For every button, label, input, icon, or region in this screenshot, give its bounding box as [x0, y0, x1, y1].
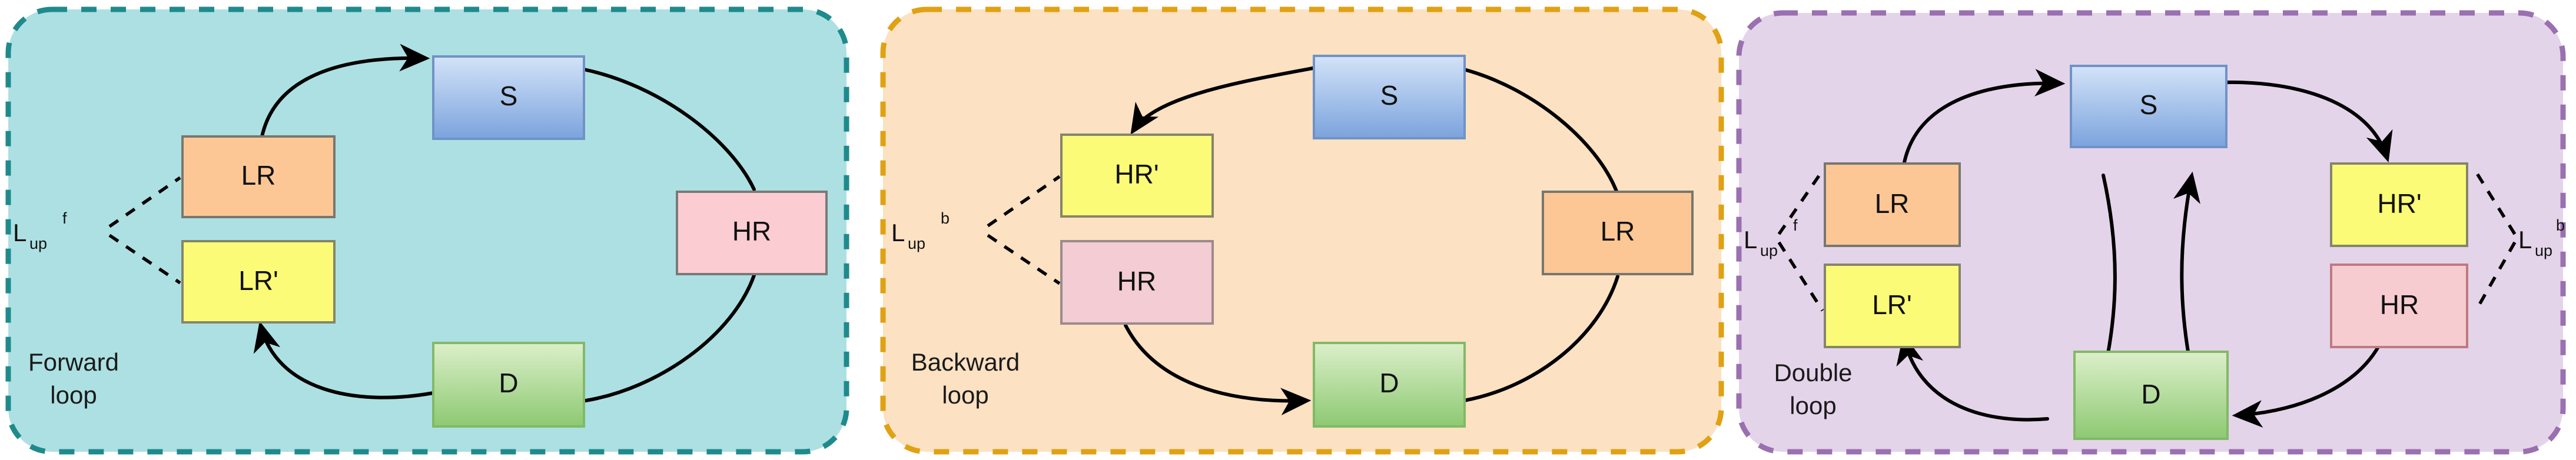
node-hr-prime-b-label: HR' [1114, 159, 1158, 189]
node-s-d-label: S [2140, 89, 2158, 120]
panel-backward-loop: HR' HR S LR D L up b Backwar [880, 6, 1724, 455]
node-lr-d-label: LR [1875, 188, 1910, 219]
node-lr-label: LR [241, 160, 276, 191]
node-hr[interactable]: HR [676, 191, 828, 275]
node-lr[interactable]: LR [181, 135, 336, 218]
edge-lr-to-s [260, 44, 430, 138]
loss-label-double-right: L up b [2518, 216, 2565, 259]
node-lr-prime-d-rect[interactable] [1824, 264, 1961, 348]
loss-label-double-left-sub: up [1760, 242, 1778, 259]
panel-backward-caption-line2: loop [942, 381, 988, 409]
node-lr-prime[interactable]: LR' [181, 240, 336, 324]
panel-backward-caption: Backward loop [911, 348, 1020, 409]
node-lr-d-rect[interactable] [1824, 162, 1961, 247]
edge-d-to-lrp [253, 321, 435, 399]
panel-forward-loop-background [5, 6, 849, 455]
loss-edge-to-hrp [987, 175, 1061, 228]
node-s-b-rect[interactable] [1313, 55, 1466, 139]
loss-edge-to-lr-d [1777, 169, 1824, 235]
loss-label-double-left-sup: f [1793, 216, 1798, 234]
node-lr-d[interactable]: LR [1824, 162, 1961, 247]
loss-label-forward-sub: up [29, 235, 47, 252]
node-d-b-label: D [1379, 368, 1399, 398]
node-s[interactable]: S [432, 55, 585, 140]
edge-s-to-hr [582, 68, 756, 191]
panel-double-caption-line1: Double [1774, 359, 1852, 386]
node-lr-prime-d-label: LR' [1872, 289, 1912, 320]
panel-double-caption-line2: loop [1790, 392, 1836, 419]
loss-edge-to-hrp-d [2474, 171, 2517, 235]
edge-d-to-lrp-d [1896, 334, 2049, 422]
node-hr-b-rect[interactable] [1060, 240, 1214, 325]
loss-edge-to-hr-d [2474, 241, 2517, 312]
node-s-b-label: S [1380, 80, 1399, 111]
loss-label-backward-sub: up [908, 235, 925, 252]
node-d[interactable]: D [432, 342, 585, 428]
edge-s-to-lr [1462, 68, 1618, 193]
node-hr-d[interactable]: HR [2330, 264, 2468, 348]
edge-s-to-hrp-d [2225, 80, 2393, 163]
panel-forward-caption-line1: Forward [28, 348, 119, 376]
loss-edge-to-lr [108, 176, 181, 228]
edge-hr-to-d [1124, 324, 1312, 415]
node-hr-prime-b[interactable]: HR' [1060, 134, 1214, 218]
panel-forward-loop: LR LR' S HR D L up f Forward [5, 6, 849, 455]
node-s-d[interactable]: S [2070, 65, 2228, 148]
loss-label-double-left-base: L [1744, 226, 1757, 254]
node-lr-prime-d[interactable]: LR' [1824, 264, 1961, 348]
node-d-label: D [499, 368, 518, 398]
node-hr-b-label: HR [1117, 266, 1156, 296]
loss-label-backward: L up b [891, 209, 950, 252]
edge-hr-to-d [584, 274, 756, 402]
panel-double-loop: LR LR' S HR' HR D L up [1736, 10, 2566, 455]
loss-edge-to-hr [987, 234, 1061, 285]
loss-label-forward-sup: f [62, 209, 67, 227]
node-s-d-rect[interactable] [2070, 65, 2228, 148]
panel-backward-caption-line1: Backward [911, 348, 1020, 376]
node-d-d[interactable]: D [2073, 351, 2229, 440]
node-lr-prime-rect[interactable] [181, 240, 336, 324]
node-hr-rect[interactable] [676, 191, 828, 275]
panel-backward-loop-background [880, 6, 1724, 455]
loss-edge-to-lrp-d [1777, 241, 1824, 312]
panel-forward-caption: Forward loop [28, 348, 119, 409]
node-hr-prime-d-label: HR' [2377, 188, 2421, 219]
node-s-rect[interactable] [432, 55, 585, 140]
node-lr-b-rect[interactable] [1542, 191, 1694, 275]
node-hr-prime-d-rect[interactable] [2330, 162, 2468, 247]
loss-label-forward-base: L [13, 219, 26, 246]
panel-forward-caption-line2: loop [50, 381, 97, 409]
node-lr-prime-label: LR' [238, 265, 278, 296]
node-hr-prime-d[interactable]: HR' [2330, 162, 2468, 247]
loss-edge-to-lrp [108, 234, 181, 285]
panel-double-caption: Double loop [1774, 359, 1852, 419]
node-d-b-rect[interactable] [1313, 342, 1466, 428]
loss-label-backward-base: L [891, 219, 905, 246]
node-d-b[interactable]: D [1313, 342, 1466, 428]
node-d-rect[interactable] [432, 342, 585, 428]
node-hr-d-rect[interactable] [2330, 264, 2468, 348]
node-lr-b-label: LR [1601, 216, 1635, 246]
node-s-label: S [500, 81, 518, 111]
node-d-d-label: D [2141, 379, 2160, 409]
edge-s-to-hrp [1130, 66, 1314, 135]
loss-label-double-right-base: L [2518, 226, 2532, 254]
loss-label-double-right-sub: up [2535, 242, 2552, 259]
node-d-d-rect[interactable] [2073, 351, 2229, 440]
loss-label-double-right-sup: b [2556, 216, 2565, 234]
edge-lr-to-d [1462, 275, 1619, 402]
node-s-b[interactable]: S [1313, 55, 1466, 139]
node-hr-prime-b-rect[interactable] [1060, 134, 1214, 218]
node-lr-rect[interactable] [181, 135, 336, 218]
loss-label-forward: L up f [13, 209, 67, 252]
node-hr-label: HR [732, 216, 771, 246]
edge-lr-to-s-d [1903, 69, 2066, 164]
node-hr-d-label: HR [2380, 289, 2419, 320]
loss-label-backward-sup: b [941, 209, 950, 227]
node-hr-b[interactable]: HR [1060, 240, 1214, 325]
node-lr-b[interactable]: LR [1542, 191, 1694, 275]
loss-label-double-left: L up f [1744, 216, 1798, 259]
